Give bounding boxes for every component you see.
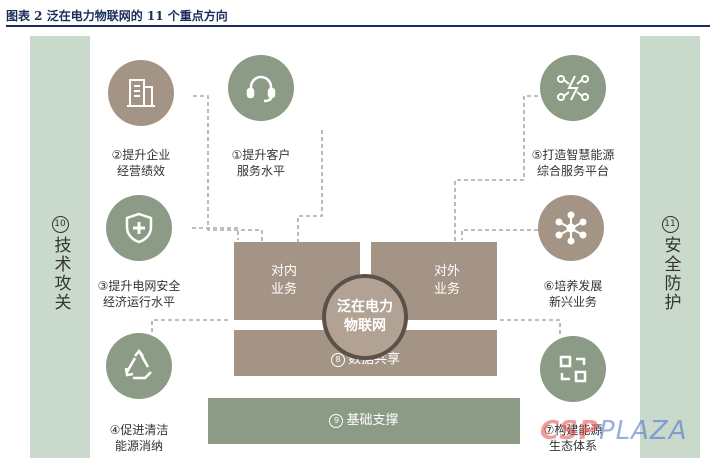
network-icon [555,211,587,245]
caption-line: 服务水平 [236,164,285,178]
block-number: 8 [330,353,345,367]
side-number-tech: 10 [51,216,69,233]
caption-line: 新兴业务 [548,295,597,309]
circle-enterprise-performance [108,60,174,126]
caption-line: 能源消纳 [114,439,163,453]
block-number: 9 [329,414,344,428]
title-rule [6,25,710,27]
ecosystem-icon [559,355,587,383]
watermark: CSPPLAZA [540,416,688,446]
caption-line: ④促进清洁 [109,423,169,437]
caption-line: ⑦构建能源 [543,423,603,437]
caption-line: 经济运行水平 [102,295,175,309]
caption-enterprise-performance: ②提升企业 经营绩效 [86,147,196,179]
headset-icon [246,75,276,103]
hub-ubiquitous-iot: 泛在电力 物联网 [322,274,408,360]
side-label-tech: 技术攻关 [50,236,71,312]
shield-plus-icon [125,212,153,244]
watermark-left: CSP [540,416,599,446]
caption-line: 生态体系 [548,439,597,453]
block-label: 对内 [270,264,297,279]
hub-label: 物联网 [344,318,386,334]
figure-title: 图表 2 泛在电力物联网的 11 个重点方向 [6,9,228,23]
circle-energy-ecosystem [540,336,606,402]
block-label: 业务 [433,282,460,297]
caption-line: ③提升电网安全 [97,279,181,293]
caption-clean-energy: ④促进清洁 能源消纳 [84,422,194,454]
hub-label: 泛在电力 [337,299,393,315]
side-number-security: 11 [661,216,679,233]
circle-emerging-business [538,195,604,261]
caption-line: ⑤打造智慧能源 [531,148,615,162]
caption-grid-safety: ③提升电网安全 经济运行水平 [84,278,194,310]
caption-line: ⑥培养发展 [543,279,603,293]
side-bar-tech: 10 技术攻关 [30,36,90,458]
watermark-right: PLAZA [598,416,688,446]
circle-smart-energy-platform [540,55,606,121]
caption-emerging-business: ⑥培养发展 新兴业务 [518,278,628,310]
building-icon [127,79,155,107]
caption-energy-ecosystem: ⑦构建能源 生态体系 [518,422,628,454]
caption-line: ①提升客户 [231,148,291,162]
recycle-icon [124,348,152,380]
circle-customer-service [228,55,294,121]
block-label: 基础支撑 [346,413,399,428]
caption-line: ②提升企业 [111,148,171,162]
circle-grid-safety [106,195,172,261]
side-bar-security: 11 安全防护 [640,36,700,458]
block-label: 对外 [433,264,460,279]
side-label-security: 安全防护 [660,236,681,312]
caption-customer-service: ①提升客户 服务水平 [206,147,316,179]
caption-smart-energy-platform: ⑤打造智慧能源 综合服务平台 [518,147,628,179]
lightning-network-icon [557,75,589,101]
circle-clean-energy [106,333,172,399]
caption-line: 综合服务平台 [536,164,609,178]
block-label: 业务 [270,282,297,297]
caption-line: 经营绩效 [116,164,165,178]
